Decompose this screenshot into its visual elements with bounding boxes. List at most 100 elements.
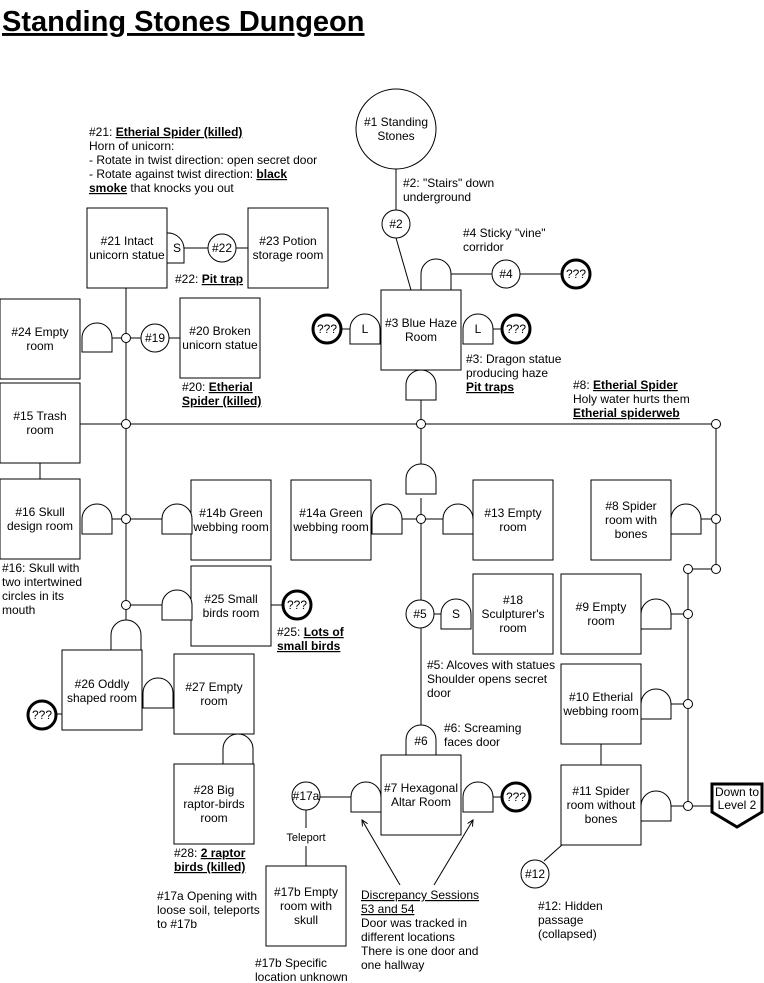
room-11-spider-without-bones[interactable]: #11 Spider room without bones [560, 764, 642, 846]
room-label: Altar Room [391, 795, 451, 809]
room-23-potion-storage[interactable]: #23 Potion storage room [247, 207, 329, 289]
node-12[interactable]: #12 [520, 859, 550, 889]
room-21-intact-unicorn-statue[interactable]: #21 Intact unicorn statue [86, 207, 168, 289]
node-5[interactable]: #5 [405, 599, 435, 629]
node-17a[interactable]: #17a [291, 781, 321, 811]
note-20: #20: Etherial Spider (killed) [182, 380, 261, 408]
door-8[interactable] [670, 503, 702, 535]
node-19[interactable]: #19 [140, 323, 170, 353]
node-22[interactable]: #22 [207, 233, 237, 263]
room-24-empty[interactable]: #24 Empty room [0, 298, 81, 380]
unknown-3-west[interactable]: ??? [311, 313, 343, 345]
room-8-spider-with-bones[interactable]: #8 Spider room with bones [590, 479, 672, 561]
junction-dot [416, 419, 426, 429]
note-17b: #17b Specific location unknown [255, 956, 348, 983]
room-15-trash[interactable]: #15 Trash room [0, 382, 81, 464]
exit-down-to-level-2[interactable]: Down to Level 2 [710, 782, 764, 829]
svg-text:faces door: faces door [444, 735, 500, 749]
door-25[interactable] [161, 589, 193, 621]
note-discrepancy: Discrepancy Sessions 53 and 54 Door was … [361, 888, 479, 972]
door-9[interactable] [640, 598, 672, 630]
room-14b-green-webbing[interactable]: #14b Green webbing room [190, 479, 272, 561]
svg-text:mouth: mouth [2, 603, 35, 617]
door-13[interactable] [442, 503, 474, 535]
svg-text:#5: Alcoves with statues: #5: Alcoves with statues [427, 658, 555, 672]
room-16-skull-design[interactable]: #16 Skull design room [0, 478, 81, 560]
svg-text:underground: underground [403, 190, 471, 204]
svg-text:#28: 2 raptor: #28: 2 raptor [174, 846, 246, 860]
room-20-broken-unicorn-statue[interactable]: #20 Broken unicorn statue [179, 297, 261, 379]
room-18-sculpturers[interactable]: #18 Sculpturer's room [472, 573, 554, 655]
room-label: #10 Etherial [569, 690, 633, 704]
unknown-label: ??? [506, 322, 526, 336]
door-6-screaming-faces[interactable]: #6 [405, 724, 437, 756]
secret-door-21[interactable]: S [166, 232, 185, 264]
room-label: #9 Empty [576, 600, 627, 614]
junction-dot [711, 419, 721, 429]
door-10[interactable] [640, 688, 672, 720]
junction-dot [416, 514, 426, 524]
door-14a[interactable] [371, 503, 403, 535]
node-label: #5 [413, 607, 427, 621]
room-label: #11 Spider [572, 784, 629, 798]
locked-label: L [362, 322, 369, 336]
node-label: #19 [145, 331, 165, 345]
door-7-west[interactable] [350, 781, 382, 813]
room-10-etherial-webbing[interactable]: #10 Etherial webbing room [560, 663, 642, 745]
door-3-south[interactable] [405, 369, 437, 401]
door-27-28[interactable] [222, 733, 254, 765]
room-9-empty[interactable]: #9 Empty room [560, 573, 642, 655]
room-label: room with [280, 899, 332, 913]
room-3-blue-haze[interactable]: #3 Blue Haze Room [380, 289, 462, 371]
room-label: #16 Skull [15, 505, 64, 519]
room-13-empty[interactable]: #13 Empty room [472, 479, 554, 561]
note-6: #6: Screaming faces door [444, 721, 521, 749]
unknown-25-east[interactable]: ??? [281, 589, 313, 621]
locked-door-3-east[interactable]: L [462, 313, 494, 345]
room-26-oddly-shaped[interactable]: #26 Oddly shaped room [61, 649, 143, 731]
door-3-north[interactable] [420, 258, 452, 291]
door-14b[interactable] [161, 503, 193, 535]
room-28-big-raptor-birds[interactable]: #28 Big raptor-birds room [173, 763, 255, 845]
room-label: #28 Big [194, 783, 235, 797]
room-1-standing-stones[interactable]: #1 Standing Stones [355, 88, 437, 170]
svg-text:#2: "Stairs" down: #2: "Stairs" down [403, 176, 494, 190]
room-14a-green-webbing[interactable]: #14a Green webbing room [290, 479, 372, 561]
door-26-27[interactable] [142, 677, 174, 709]
secret-door-18[interactable]: S [440, 598, 472, 630]
door-16[interactable] [81, 503, 113, 535]
note-12: #12: Hidden passage (collapsed) [538, 899, 603, 941]
svg-text:#21: Etherial Spider (killed): #21: Etherial Spider (killed) [89, 125, 242, 139]
unknown-7-east[interactable]: ??? [500, 781, 532, 813]
junction-dot [683, 564, 693, 574]
node-label: #2 [389, 217, 403, 231]
unknown-3-east[interactable]: ??? [500, 313, 532, 345]
node-2[interactable]: #2 [381, 209, 411, 239]
unknown-26-west[interactable]: ??? [26, 699, 58, 731]
locked-door-3-west[interactable]: L [349, 313, 381, 345]
svg-text:- Rotate against twist directi: - Rotate against twist direction: black [89, 167, 287, 181]
svg-text:There is one door and: There is one door and [361, 944, 478, 958]
node-4[interactable]: #4 [491, 259, 521, 289]
junction-dot [683, 801, 693, 811]
unknown-label: ??? [317, 322, 337, 336]
room-17b-empty-with-skull[interactable]: #17b Empty room with skull [265, 865, 347, 947]
room-27-empty[interactable]: #27 Empty room [173, 653, 255, 735]
svg-text:circles in its: circles in its [2, 589, 64, 603]
note-22: #22: Pit trap [175, 272, 243, 286]
room-7-hexagonal-altar[interactable]: #7 Hexagonal Altar Room [380, 754, 462, 836]
door-24[interactable] [81, 322, 113, 353]
room-label: #14a Green [299, 506, 362, 520]
svg-text:#8: Etherial Spider: #8: Etherial Spider [573, 378, 678, 392]
door-26-north[interactable] [110, 619, 142, 651]
door-7-east[interactable] [462, 781, 494, 813]
room-label: shaped room [67, 691, 137, 705]
unknown-4-east[interactable]: ??? [560, 258, 592, 290]
secret-label: S [452, 607, 460, 621]
unknown-label: ??? [32, 708, 52, 722]
room-label: storage room [253, 248, 324, 262]
door-center[interactable] [405, 463, 437, 495]
room-25-small-birds[interactable]: #25 Small birds room [190, 565, 272, 647]
door-11[interactable] [640, 790, 672, 822]
